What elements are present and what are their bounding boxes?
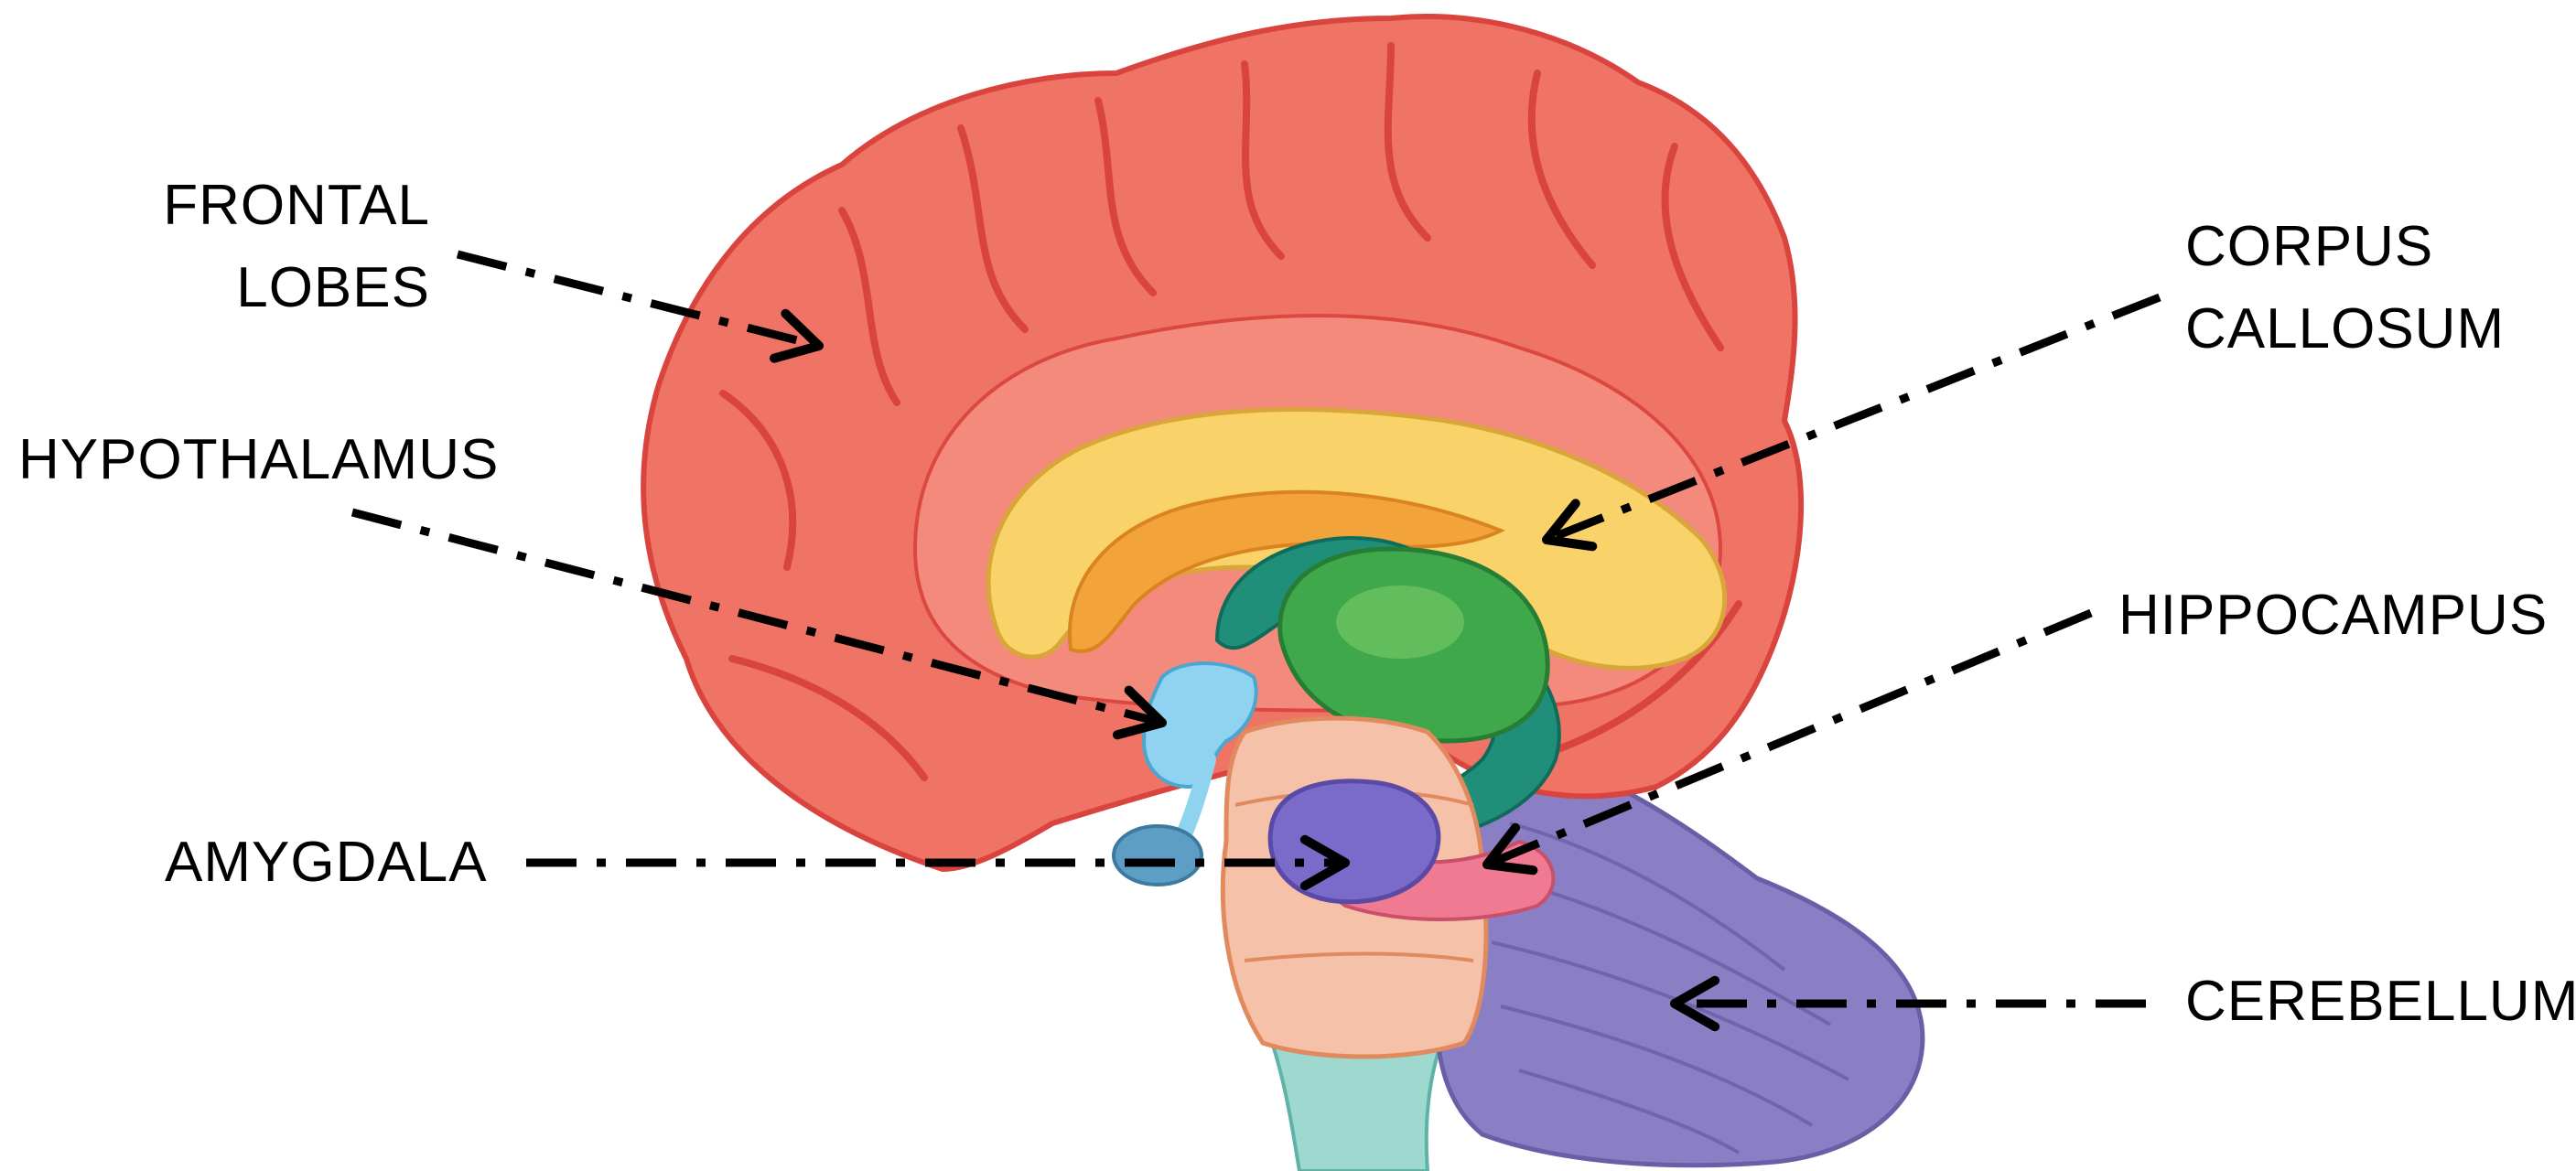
pituitary-gland <box>1114 826 1202 885</box>
label-frontal-lobes: FRONTAL LOBES <box>137 165 430 329</box>
label-hypothalamus: HYPOTHALAMUS <box>18 419 499 501</box>
label-frontal-line-2: LOBES <box>137 247 430 329</box>
label-hippocampus: HIPPOCAMPUS <box>2118 575 2548 657</box>
label-frontal-line-1: FRONTAL <box>137 165 430 247</box>
label-cerebellum: CEREBELLUM <box>2185 961 2576 1043</box>
label-corpus-line-2: CALLOSUM <box>2185 288 2505 371</box>
label-corpus-line-1: CORPUS <box>2185 206 2505 288</box>
amygdala <box>1270 781 1439 902</box>
label-corpus-callosum: CORPUS CALLOSUM <box>2185 206 2505 371</box>
label-amygdala: AMYGDALA <box>165 822 488 904</box>
thalamus-highlight <box>1336 586 1464 659</box>
